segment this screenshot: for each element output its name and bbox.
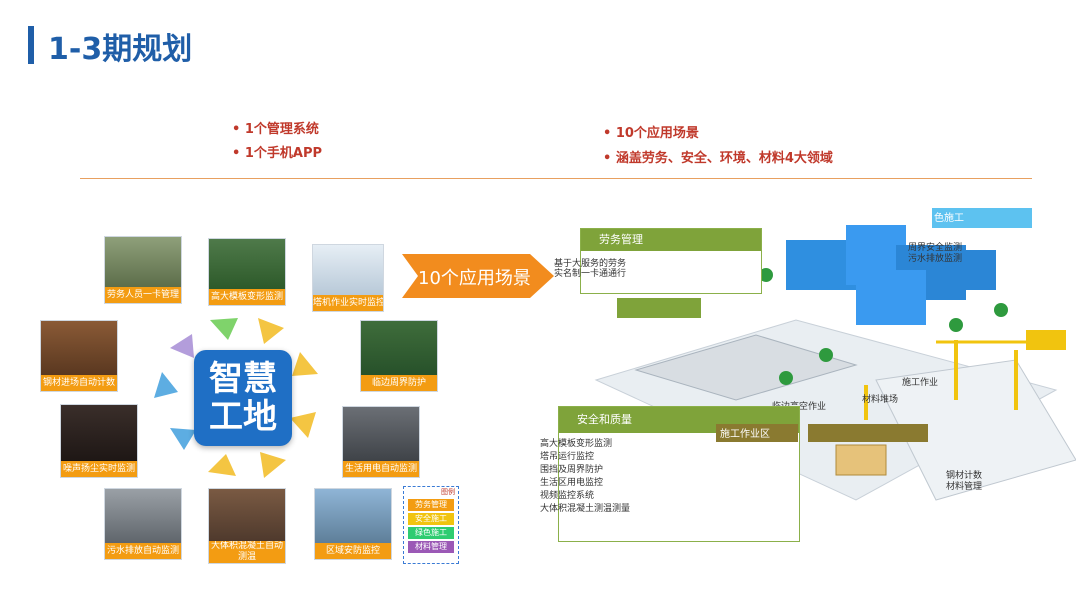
arrow-shape [154, 372, 178, 398]
safety-item: 生活区用电监控 [540, 478, 604, 488]
building-block [856, 270, 926, 325]
scene-card-area-security: 区域安防监控 [314, 488, 392, 560]
green-tag [617, 298, 701, 318]
arrow-shape [290, 412, 316, 438]
page-title: 1-3期规划 [48, 32, 193, 67]
scene-card-rebar-count: 钢材进场自动计数 [40, 320, 118, 392]
legend-item-green: 绿色施工 [408, 527, 454, 539]
arrow-shape [258, 318, 284, 344]
scene-card-tower-crane: 塔机作业实时监控 [312, 244, 384, 312]
safety-item: 大体积混凝土测温测量 [540, 504, 631, 514]
olive-tag [808, 424, 928, 442]
work-yard [634, 334, 858, 401]
building-label: 污水排放监测 [908, 254, 963, 264]
legend-title: 图例 [441, 488, 455, 496]
green-construction-label: 色施工 [934, 213, 964, 224]
material-yard [875, 359, 1076, 501]
arrow-shape [402, 254, 554, 298]
arrow-shape [208, 454, 236, 476]
smart-site-center: 智慧 工地 [194, 350, 292, 446]
safety-list: 高大模板变形监测 塔吊运行监控 围挡及周界防护 生活区用电监控 视频监控系统 大… [540, 436, 630, 514]
labor-line: 实名制一卡通通行 [554, 269, 627, 279]
bullet-management-system: • 1个管理系统 [232, 122, 319, 137]
scene-card-sewage: 污水排放自动监测 [104, 488, 182, 560]
scene-photo [313, 245, 383, 295]
center-label-line2: 工地 [209, 397, 277, 437]
site-illustration [594, 225, 1076, 501]
safety-item: 高大模板变形监测 [540, 439, 613, 449]
tree-icon [759, 268, 773, 282]
scene-caption: 噪声扬尘实时监测 [61, 461, 137, 477]
scene-card-labor: 劳务人员一卡管理 [104, 236, 182, 304]
scene-photo [209, 239, 285, 289]
scene-photo [209, 489, 285, 547]
scene-caption: 塔机作业实时监控 [313, 295, 383, 311]
bullet-domains: • 涵盖劳务、安全、环境、材料4大领域 [603, 151, 833, 166]
arrow-shape [292, 352, 318, 376]
safety-item: 围挡及周界防护 [540, 465, 604, 475]
scenarios-arrow-label: 10个应用场景 [418, 268, 531, 289]
tree-icon [994, 303, 1008, 317]
scene-card-power-monitor: 生活用电自动监测 [342, 406, 420, 478]
arrow-shape [260, 452, 286, 478]
bullet-mobile-app: • 1个手机APP [232, 146, 322, 161]
green-construction-tag: 色施工 [932, 208, 1032, 228]
legend-box: 图例 劳务管理 安全施工 绿色施工 材料管理 [403, 486, 459, 564]
site-office [835, 444, 887, 476]
safety-quality-box: 安全和质量 [558, 406, 800, 542]
arrow-shape [170, 334, 194, 358]
legend-item-labor: 劳务管理 [408, 499, 454, 511]
scene-card-concrete-temp: 大体积混凝土自动测温 [208, 488, 286, 564]
title-accent-bar [28, 26, 34, 64]
building-block [786, 240, 856, 290]
scene-card-formwork: 高大模板变形监测 [208, 238, 286, 306]
cycle-arrows [154, 318, 318, 478]
arrow-shape [170, 428, 196, 450]
building-label: 周界安全监测 [908, 243, 963, 253]
building-block [936, 250, 996, 290]
material-label: 材料管理 [946, 482, 983, 492]
scene-photo [343, 407, 419, 461]
safety-item: 视频监控系统 [540, 491, 595, 501]
tree-icon [819, 348, 833, 362]
divider-line [80, 178, 1032, 179]
labor-management-box: 劳务管理 [580, 228, 762, 294]
labor-box-title: 劳务管理 [581, 229, 761, 251]
scene-photo [361, 321, 437, 375]
safety-item: 塔吊运行监控 [540, 452, 595, 462]
scene-caption: 高大模板变形监测 [209, 289, 285, 305]
scene-caption: 生活用电自动监测 [343, 461, 419, 477]
scene-card-edge-protection: 临边周界防护 [360, 320, 438, 392]
scene-caption: 区域安防监控 [315, 543, 391, 559]
scene-caption: 钢材进场自动计数 [41, 375, 117, 391]
center-label-line1: 智慧 [209, 359, 277, 399]
scene-card-noise-dust: 噪声扬尘实时监测 [60, 404, 138, 478]
bullet-scenarios: • 10个应用场景 [603, 126, 699, 141]
tree-icon [779, 371, 793, 385]
labor-line: 基于大服务的劳务 [554, 259, 627, 269]
scene-photo [105, 237, 181, 287]
material-label: 钢材计数 [946, 471, 983, 481]
scene-photo [315, 489, 391, 543]
work-area-label: 施工作业区 [720, 429, 770, 440]
scene-caption: 污水排放自动监测 [105, 543, 181, 559]
scene-photo [41, 321, 117, 375]
legend-item-material: 材料管理 [408, 541, 454, 553]
work-label: 施工作业 [902, 378, 939, 388]
scene-caption: 临边周界防护 [361, 375, 437, 391]
work-area-tag: 施工作业区 [716, 424, 798, 442]
tree-icon [949, 318, 963, 332]
arrow-shape [210, 318, 238, 340]
legend-item-safety: 安全施工 [408, 513, 454, 525]
scene-caption: 劳务人员一卡管理 [105, 287, 181, 303]
scene-photo [61, 405, 137, 461]
mixer-truck [1026, 330, 1066, 350]
scenarios-arrow [402, 254, 554, 298]
scene-photo [105, 489, 181, 543]
scene-tag: 材料堆场 [862, 395, 899, 405]
scene-caption: 大体积混凝土自动测温 [209, 541, 285, 563]
